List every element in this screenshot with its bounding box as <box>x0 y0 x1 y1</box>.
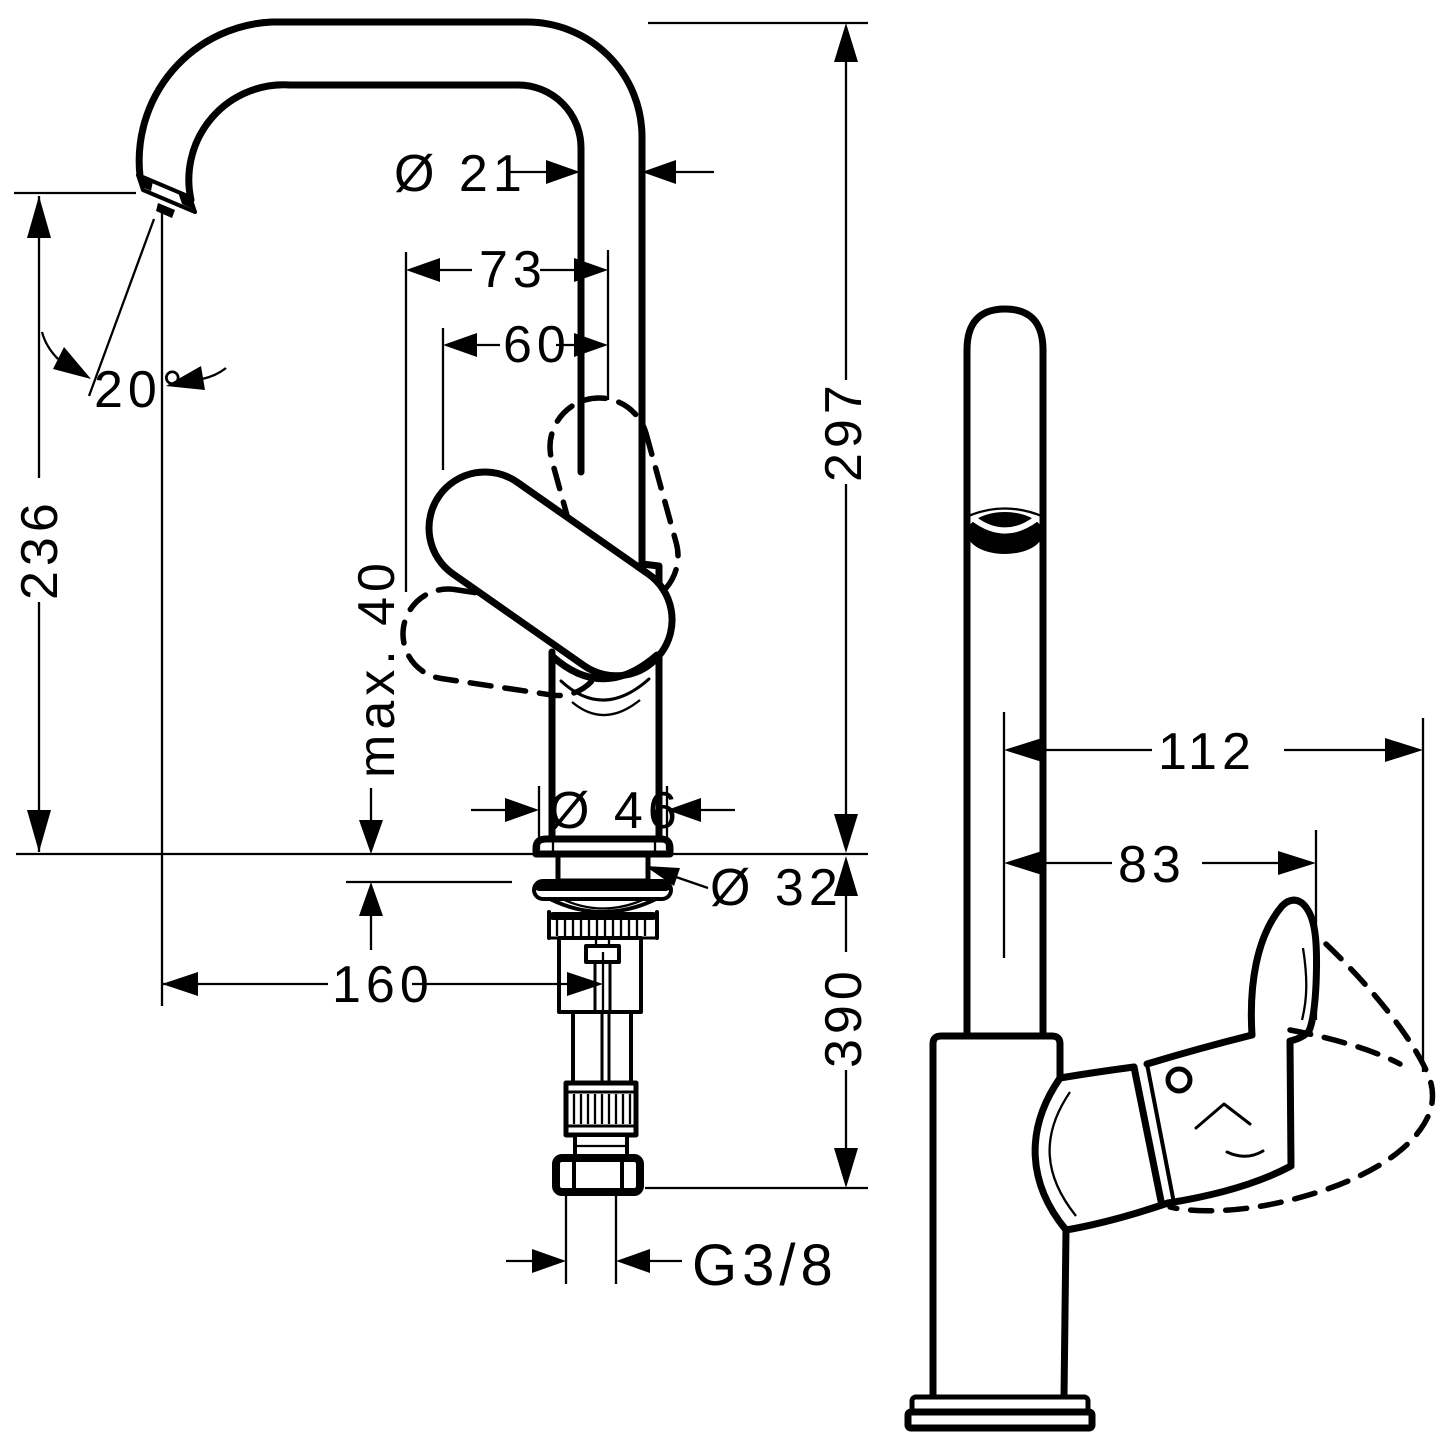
dim-dia21-label: Ø 21 <box>394 145 527 203</box>
spout-curve-inner-left <box>185 81 294 204</box>
spout-tip <box>136 173 197 218</box>
dim-g38-label: G3/8 <box>692 1233 838 1298</box>
dim-dia32-label: Ø 32 <box>710 859 843 917</box>
dim-236-label: 236 <box>11 498 69 600</box>
handle-lever <box>425 468 676 680</box>
dim-390-label: 390 <box>815 966 873 1068</box>
dim-dia46-label: Ø 46 <box>549 782 682 840</box>
supply-nut <box>552 1154 644 1196</box>
dim-112-label: 112 <box>1158 723 1256 781</box>
dim-160-label: 160 <box>332 956 434 1014</box>
drain-and-supply-assembly <box>532 852 673 1284</box>
dim-20deg-label: 20° <box>94 361 188 419</box>
base-flange <box>532 835 674 858</box>
side-view-dimensions: 112 83 <box>1002 712 1425 1072</box>
dim-83-label: 83 <box>1118 836 1186 894</box>
side-body <box>929 1032 1064 1401</box>
dim-60-label: 60 <box>503 316 571 374</box>
spout-curve-outer-left <box>135 18 276 180</box>
front-view <box>135 18 681 858</box>
dim-297-label: 297 <box>815 380 873 482</box>
side-pipe <box>963 305 1047 1040</box>
dim-max40-label: max. 40 <box>348 558 406 778</box>
spout-outline-inner <box>286 81 585 476</box>
dim-73-label: 73 <box>479 241 547 299</box>
side-handle <box>1143 896 1321 1207</box>
side-view <box>904 305 1436 1432</box>
side-handle-dashed <box>1167 941 1436 1214</box>
front-view-dimensions: 236 20° Ø 21 73 60 297 390 <box>11 21 873 1298</box>
handle-set-screw <box>1165 1066 1193 1094</box>
spout-outline-outer <box>268 18 663 844</box>
